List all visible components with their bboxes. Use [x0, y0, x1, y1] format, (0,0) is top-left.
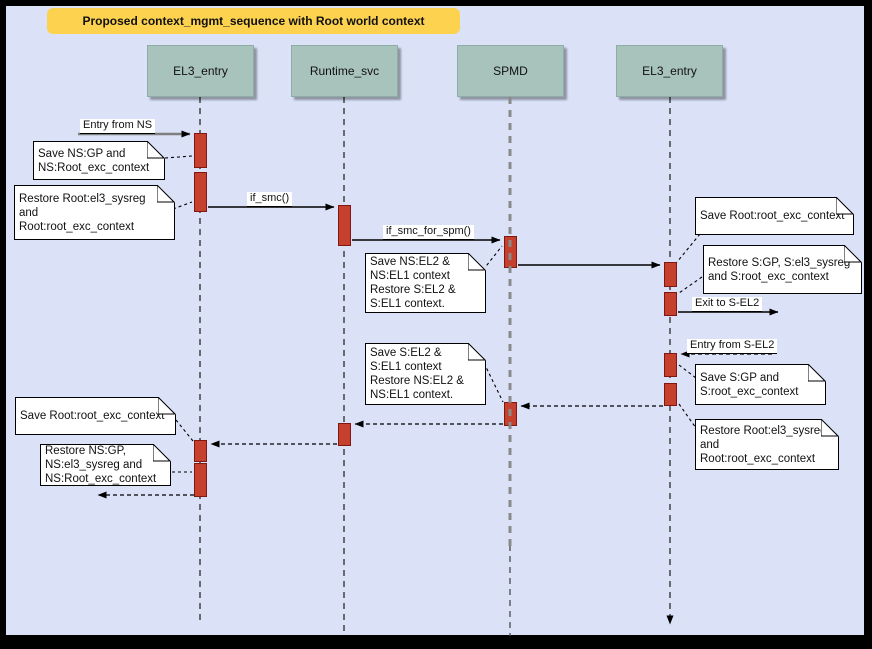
note-fold-icon — [468, 343, 486, 361]
activation-bar-spmd-1 — [504, 236, 517, 268]
note-fold-icon — [821, 419, 839, 437]
activation-bar-el3l-4 — [194, 463, 207, 497]
note-fold-icon — [147, 141, 165, 159]
note-restore-root-el3-sysreg-right: Restore Root:el3_sysreg and Root:root_ex… — [695, 419, 839, 470]
note-save-s-el2: Save S:EL2 & S:EL1 context Restore NS:EL… — [365, 343, 486, 405]
note-text: Restore S:GP, S:el3_sysreg and S:root_ex… — [708, 256, 851, 283]
note-text: Save S:EL2 & S:EL1 context Restore NS:EL… — [370, 347, 464, 401]
note-fold-icon — [844, 245, 862, 263]
activation-bar-el3r-3 — [664, 353, 677, 377]
note-text: Save NS:GP and NS:Root_exc_context — [38, 147, 150, 174]
activation-bar-el3l-1 — [194, 133, 207, 168]
activation-bar-el3r-4 — [664, 383, 677, 406]
note-fold-icon — [158, 397, 176, 415]
note-save-root-exc-top: Save Root:root_exc_context — [695, 197, 854, 235]
note-save-ns-gp: Save NS:GP and NS:Root_exc_context — [33, 141, 165, 180]
message-label-exit-to-s-el2: Exit to S-EL2 — [692, 297, 763, 312]
note-text: Restore NS:GP, NS:el3_sysreg and NS:Root… — [45, 445, 157, 485]
activation-bar-runtime-2 — [338, 423, 351, 446]
activation-bar-el3r-1 — [664, 262, 677, 287]
note-text: Save Root:root_exc_context — [700, 210, 845, 222]
activation-bar-el3r-2 — [664, 292, 677, 316]
lifeline-header-el3-entry-right: EL3_entry — [616, 45, 723, 97]
activation-bar-runtime-1 — [338, 205, 351, 246]
note-restore-s-gp: Restore S:GP, S:el3_sysreg and S:root_ex… — [703, 245, 862, 294]
diagram-title: Proposed context_mgmt_sequence with Root… — [47, 8, 460, 34]
note-fold-icon — [836, 197, 854, 215]
note-fold-icon — [157, 185, 175, 203]
activation-bar-spmd-2 — [504, 402, 517, 426]
note-restore-root-el3-sysreg: Restore Root:el3_sysreg and Root:root_ex… — [14, 185, 175, 240]
diagram-canvas — [6, 6, 864, 635]
note-text: Save Root:root_exc_context — [20, 410, 165, 422]
message-label-if-smc: if_smc() — [247, 192, 293, 207]
lifeline-header-runtime-svc: Runtime_svc — [291, 45, 398, 97]
note-fold-icon — [153, 444, 171, 462]
note-text: Save S:GP and S:root_exc_context — [700, 371, 799, 398]
note-text: Restore Root:el3_sysreg and Root:root_ex… — [700, 424, 827, 465]
note-save-ns-el2: Save NS:EL2 & NS:EL1 context Restore S:E… — [365, 253, 486, 313]
activation-bar-el3l-2 — [194, 172, 207, 212]
message-label-entry-from-ns: Entry from NS — [80, 119, 156, 134]
lifeline-header-spmd: SPMD — [457, 45, 564, 97]
note-save-s-gp: Save S:GP and S:root_exc_context — [695, 364, 826, 405]
note-restore-ns-gp: Restore NS:GP, NS:el3_sysreg and NS:Root… — [40, 444, 171, 486]
message-label-entry-from-s-el2: Entry from S-EL2 — [687, 339, 778, 354]
note-text: Restore Root:el3_sysreg and Root:root_ex… — [19, 192, 146, 233]
note-save-root-exc-bottom: Save Root:root_exc_context — [15, 397, 176, 435]
activation-bar-el3l-3 — [194, 440, 207, 462]
message-label-if-smc-for-spm: if_smc_for_spm() — [383, 225, 474, 240]
note-fold-icon — [808, 364, 826, 382]
lifeline-header-el3-entry-left: EL3_entry — [147, 45, 254, 97]
note-text: Save NS:EL2 & NS:EL1 context Restore S:E… — [370, 256, 456, 310]
note-fold-icon — [468, 253, 486, 271]
